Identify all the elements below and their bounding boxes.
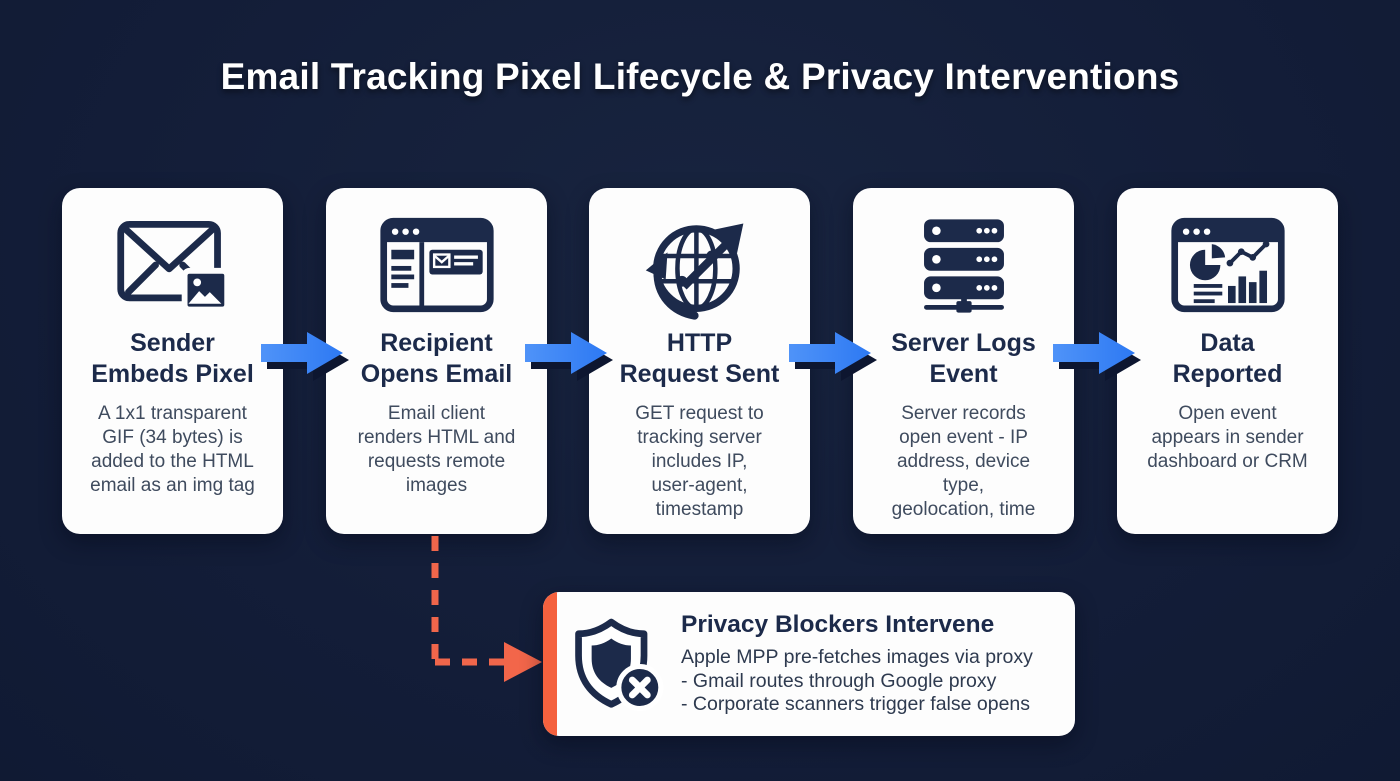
right-arrow-icon [525, 329, 609, 377]
card-title: Recipient Opens Email [360, 329, 513, 388]
card-http-request-sent: HTTP Request Sent GET request to trackin… [589, 188, 810, 534]
envelope-image-icon [113, 210, 233, 320]
card-title: HTTP Request Sent [619, 329, 780, 388]
dashed-right-arrow-icon [400, 532, 560, 688]
callout-accent-bar [543, 592, 557, 736]
callout-privacy-blockers: Privacy Blockers Intervene Apple MPP pre… [543, 592, 1075, 736]
callout-line: - Corporate scanners trigger false opens [681, 693, 1031, 716]
card-description: A 1x1 transparent GIF (34 bytes) is adde… [90, 403, 255, 496]
card-server-logs-event: Server Logs Event Server records open ev… [853, 188, 1074, 534]
callout-line: Apple MPP pre-fetches images via proxy [681, 646, 1033, 669]
card-title: Data Reported [1172, 329, 1283, 388]
callout-line: - Gmail routes through Google proxy [681, 669, 997, 692]
card-description: GET request to tracking server includes … [635, 403, 764, 520]
card-description: Open event appears in sender dashboard o… [1147, 403, 1308, 472]
right-arrow-icon [789, 329, 873, 377]
card-data-reported: Data Reported Open event appears in send… [1117, 188, 1338, 534]
card-description: Server records open event - IP address, … [891, 403, 1036, 520]
right-arrow-icon [261, 329, 345, 377]
shield-block-icon [571, 614, 665, 714]
card-description: Email client renders HTML and requests r… [357, 403, 516, 496]
card-sender-embeds-pixel: Sender Embeds Pixel A 1x1 transparent GI… [62, 188, 283, 534]
dashboard-chart-icon [1169, 210, 1287, 320]
right-arrow-icon [1053, 329, 1137, 377]
callout-title: Privacy Blockers Intervene [681, 611, 995, 639]
card-title: Sender Embeds Pixel [91, 329, 254, 388]
server-stack-icon [905, 210, 1023, 320]
card-title: Server Logs Event [891, 329, 1036, 388]
card-recipient-opens-email: Recipient Opens Email Email client rende… [326, 188, 547, 534]
page-title: Email Tracking Pixel Lifecycle & Privacy… [220, 56, 1180, 97]
email-client-icon [378, 210, 496, 320]
globe-arrow-icon [644, 210, 756, 320]
